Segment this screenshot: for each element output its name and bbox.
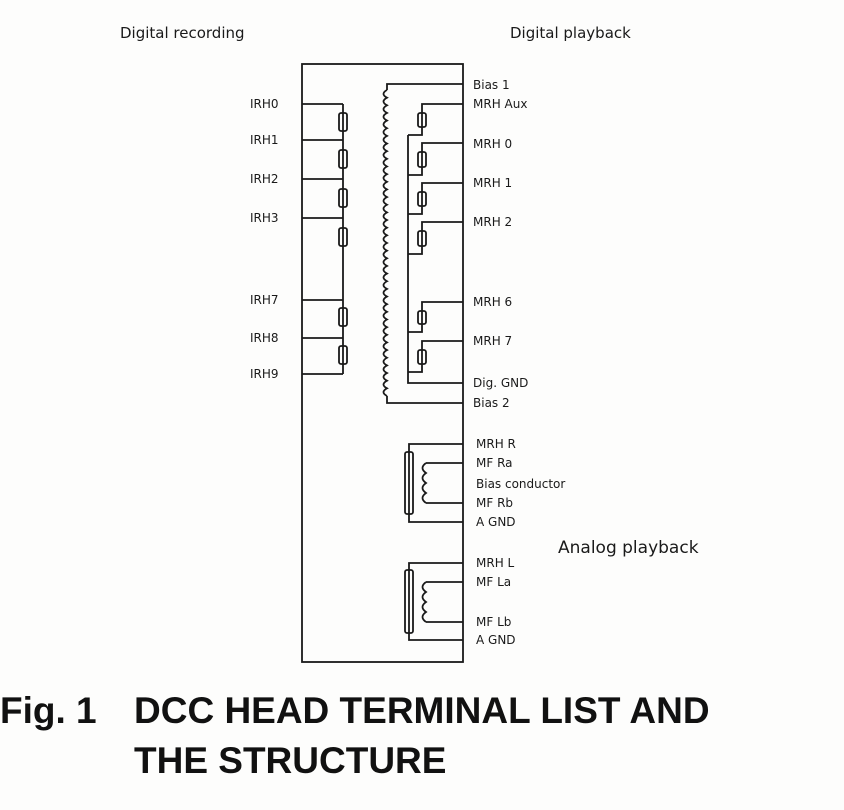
terminal-label: A GND — [476, 633, 516, 647]
playback-lead — [408, 340, 463, 373]
resistor — [417, 112, 427, 128]
coil-winding — [382, 89, 389, 397]
terminal-label: MRH L — [476, 556, 515, 570]
playback-lead — [408, 221, 463, 255]
terminal-label: Bias 1 — [473, 78, 510, 92]
terminal-label: MRH 6 — [473, 295, 512, 309]
terminal-label: MRH 0 — [473, 137, 512, 151]
terminal-label: A GND — [476, 515, 516, 529]
analog-labels: MRH R MF Ra Bias conductor MF Rb A GND M… — [476, 437, 565, 647]
resistor — [417, 349, 427, 365]
dig-gnd-bus — [407, 135, 463, 384]
terminal-label: IRH1 — [250, 133, 279, 147]
resistor — [338, 307, 348, 327]
terminal-label: Bias 2 — [473, 396, 510, 410]
terminal-label: MRH R — [476, 437, 516, 451]
terminal-label: IRH7 — [250, 293, 279, 307]
terminal-label: IRH0 — [250, 97, 279, 111]
resistor — [338, 112, 348, 132]
resistor — [417, 191, 427, 207]
resistor — [404, 569, 414, 634]
caption-line-2: THE STRUCTURE — [134, 740, 447, 781]
playback-labels: Bias 1 MRH Aux MRH 0 MRH 1 MRH 2 MRH 6 M… — [473, 78, 528, 410]
terminal-label: MF Rb — [476, 496, 513, 510]
digital-recording-header: Digital recording — [120, 24, 245, 42]
circuit-wiring — [302, 83, 463, 641]
recording-labels: IRH0 IRH1 IRH2 IRH3 IRH7 IRH8 IRH9 — [250, 97, 279, 381]
bias-2-lead — [386, 396, 463, 404]
resistor — [417, 230, 427, 247]
terminal-label: MF La — [476, 575, 511, 589]
resistor — [338, 345, 348, 365]
caption-line-1: DCC HEAD TERMINAL LIST AND — [134, 690, 710, 731]
analog-r-loop — [408, 443, 463, 523]
terminal-label: MRH 1 — [473, 176, 512, 190]
analog-l-loop — [408, 562, 463, 641]
terminal-label: MRH 7 — [473, 334, 512, 348]
terminal-label: MRH Aux — [473, 97, 527, 111]
terminal-label: Bias conductor — [476, 477, 565, 491]
resistor — [417, 151, 427, 168]
playback-lead — [408, 103, 463, 136]
resistor — [417, 310, 427, 325]
resistor — [338, 188, 348, 208]
bias-1-lead — [386, 83, 463, 90]
terminal-label: IRH3 — [250, 211, 279, 225]
terminal-label: MF Lb — [476, 615, 511, 629]
terminal-label: IRH8 — [250, 331, 279, 345]
playback-lead — [408, 142, 463, 176]
terminal-label: Dig. GND — [473, 376, 528, 390]
figure-number: Fig. 1 — [0, 690, 97, 731]
playback-lead — [408, 301, 463, 333]
resistor — [338, 227, 348, 247]
digital-playback-header: Digital playback — [510, 24, 631, 42]
resistor — [338, 149, 348, 169]
resistor — [404, 451, 414, 515]
terminal-label: MF Ra — [476, 456, 513, 470]
coil-winding — [421, 581, 428, 623]
playback-lead — [408, 182, 463, 215]
terminal-label: MRH 2 — [473, 215, 512, 229]
coil-winding — [421, 462, 428, 504]
analog-playback-header: Analog playback — [558, 538, 699, 558]
terminal-label: IRH2 — [250, 172, 279, 186]
head-housing — [301, 63, 464, 663]
terminal-label: IRH9 — [250, 367, 279, 381]
